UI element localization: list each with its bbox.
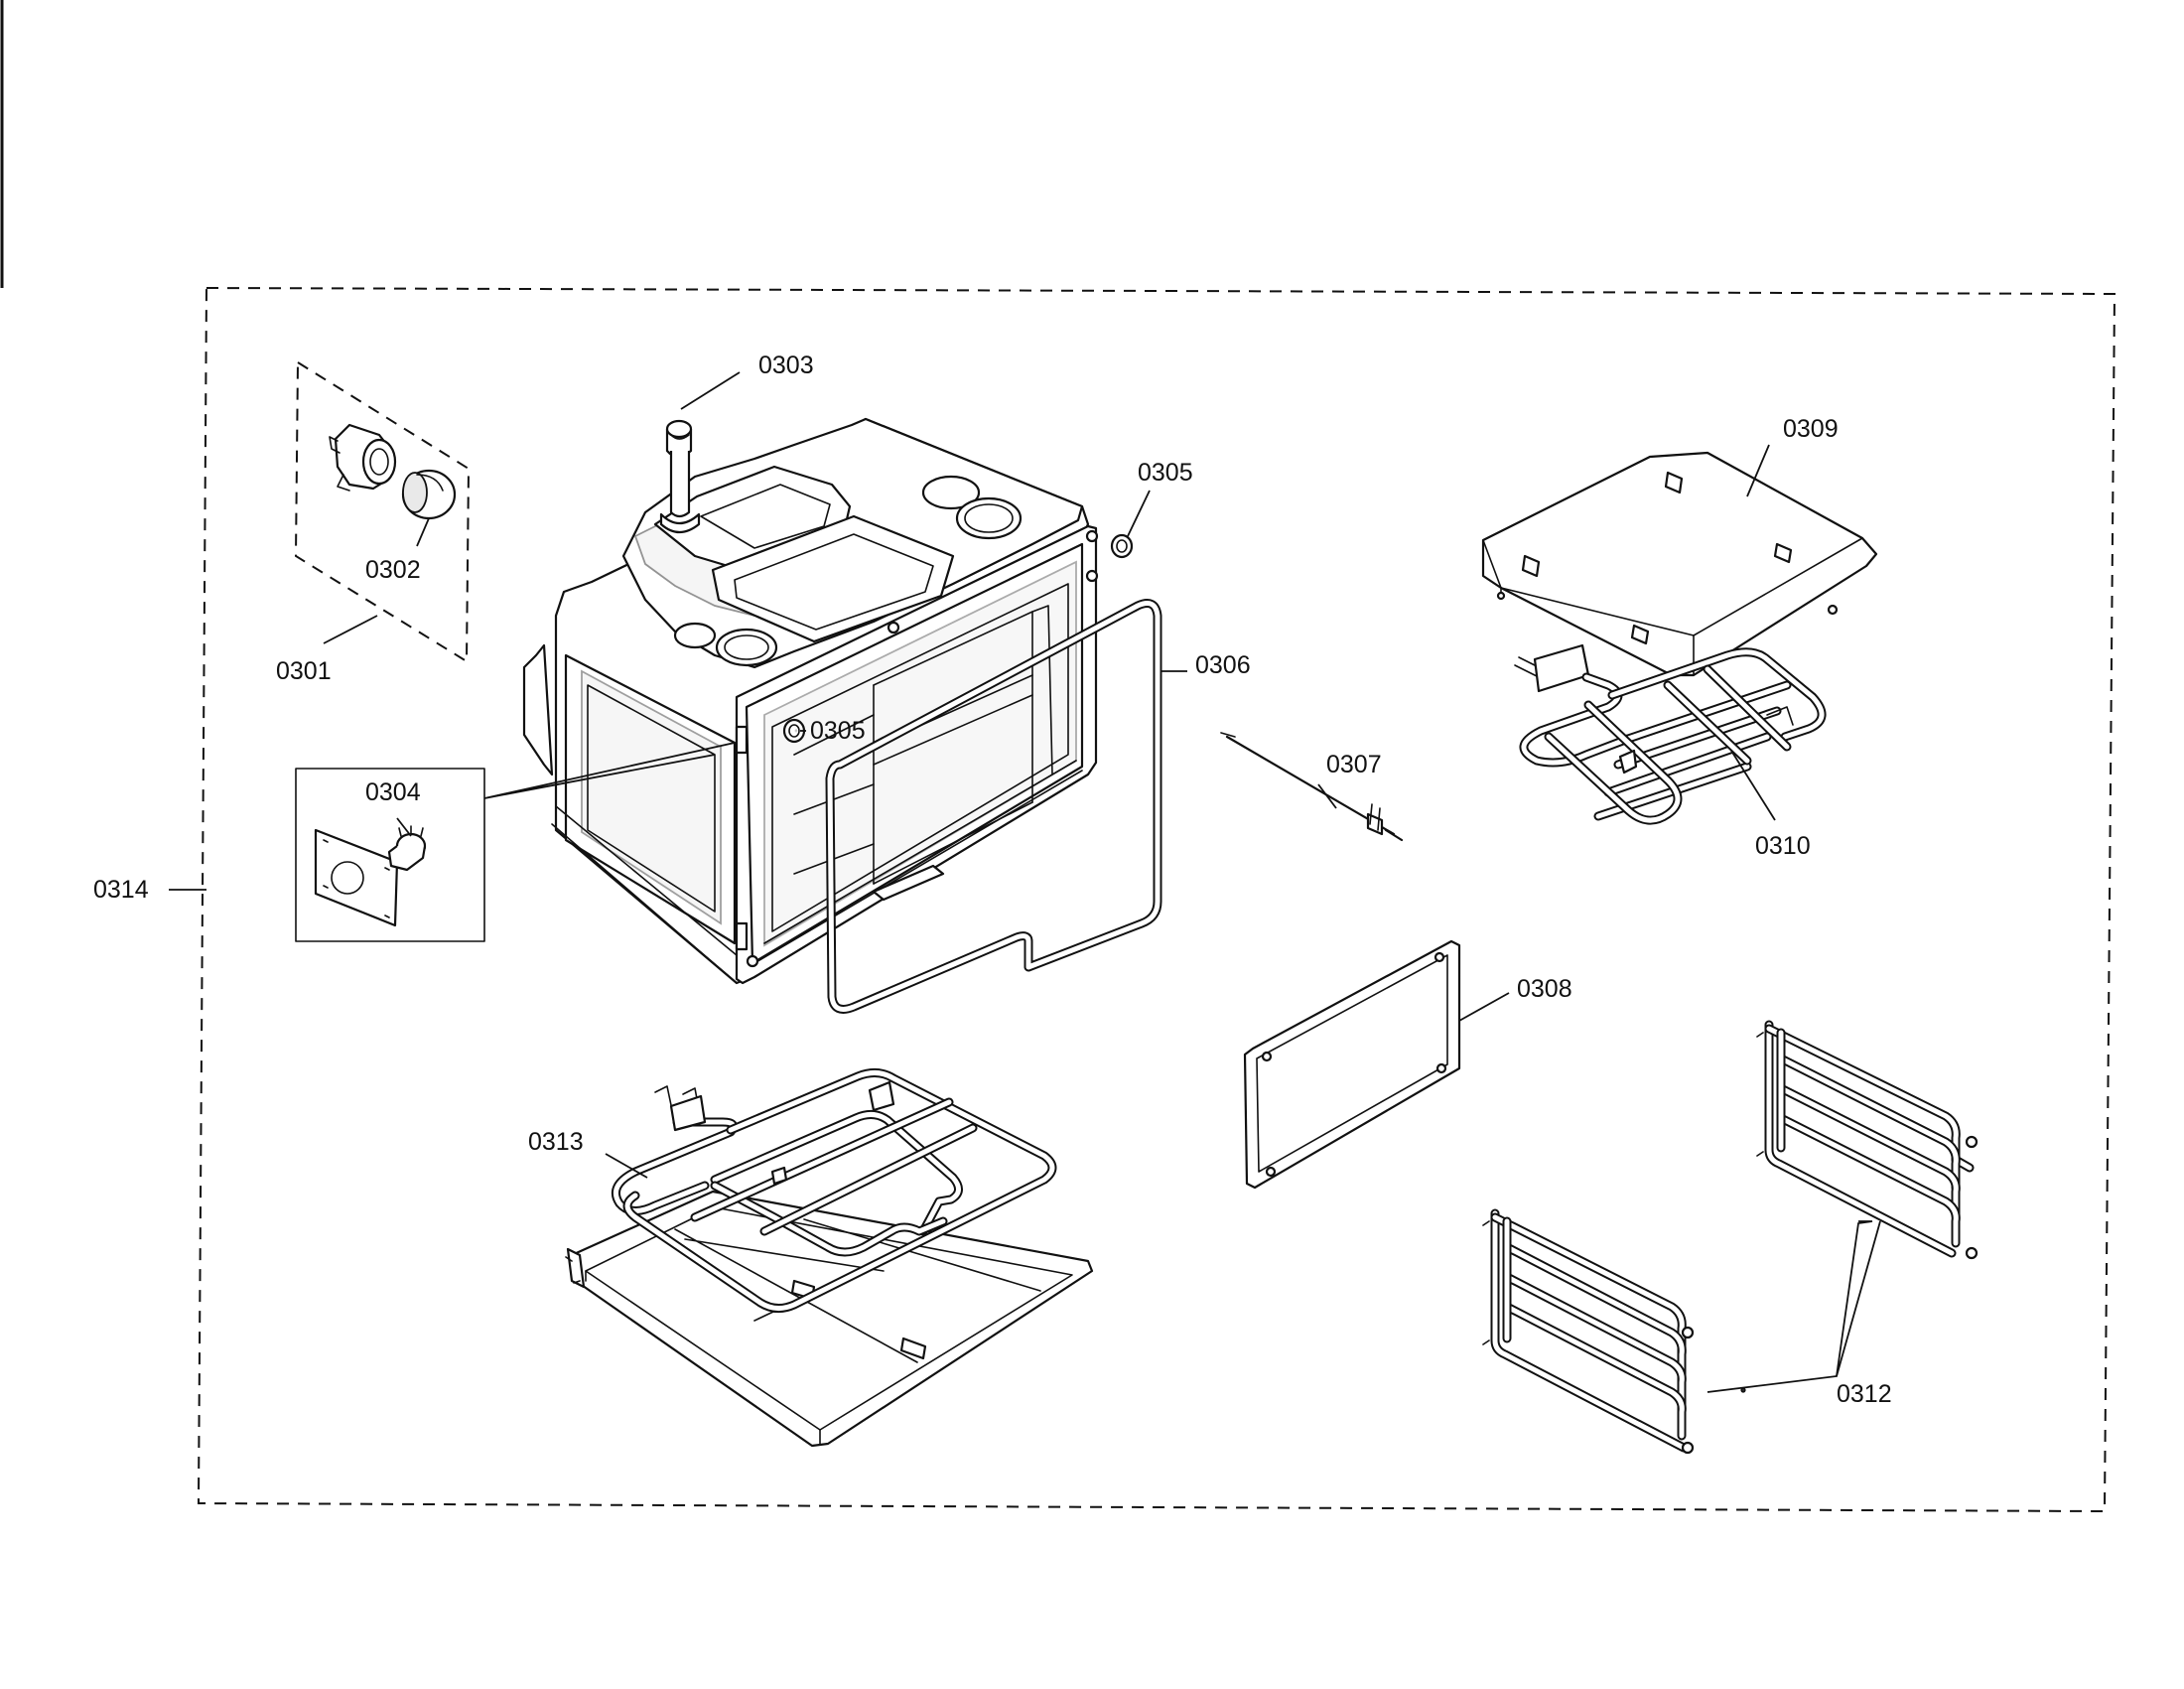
callout-0301: 0301: [276, 657, 332, 685]
callout-0307: 0307: [1326, 751, 1382, 778]
callout-0305-upper: 0305: [1138, 459, 1193, 487]
oven-cavity-part: [524, 419, 1097, 983]
lamp-kit-group: [296, 362, 469, 661]
side-lamp-holder: [389, 826, 425, 870]
rod-part: [1221, 733, 1402, 840]
callout-0312: 0312: [1837, 1380, 1892, 1408]
back-panel-part: [1245, 941, 1459, 1188]
callout-0310: 0310: [1755, 832, 1811, 860]
lamp-socket-part: [330, 425, 395, 491]
callout-0305-lower: 0305: [810, 717, 866, 745]
callout-0309: 0309: [1783, 415, 1839, 443]
callout-0303: 0303: [758, 352, 814, 379]
heat-shield-part: [1483, 453, 1876, 675]
side-rack-right-part: [1757, 1025, 1977, 1258]
callout-0308: 0308: [1517, 975, 1572, 1003]
lamp-glass-cover-part: [403, 471, 455, 518]
callout-0313: 0313: [528, 1128, 584, 1156]
callout-0302: 0302: [365, 556, 421, 584]
cap-part-upper: [1112, 535, 1132, 557]
side-rack-left-part: [1483, 1213, 1745, 1453]
broil-element-part: [1515, 645, 1822, 820]
callout-0304: 0304: [365, 778, 421, 806]
bake-element-part: [566, 1072, 1092, 1446]
callout-0314: 0314: [93, 876, 149, 904]
callout-0306: 0306: [1195, 651, 1251, 679]
